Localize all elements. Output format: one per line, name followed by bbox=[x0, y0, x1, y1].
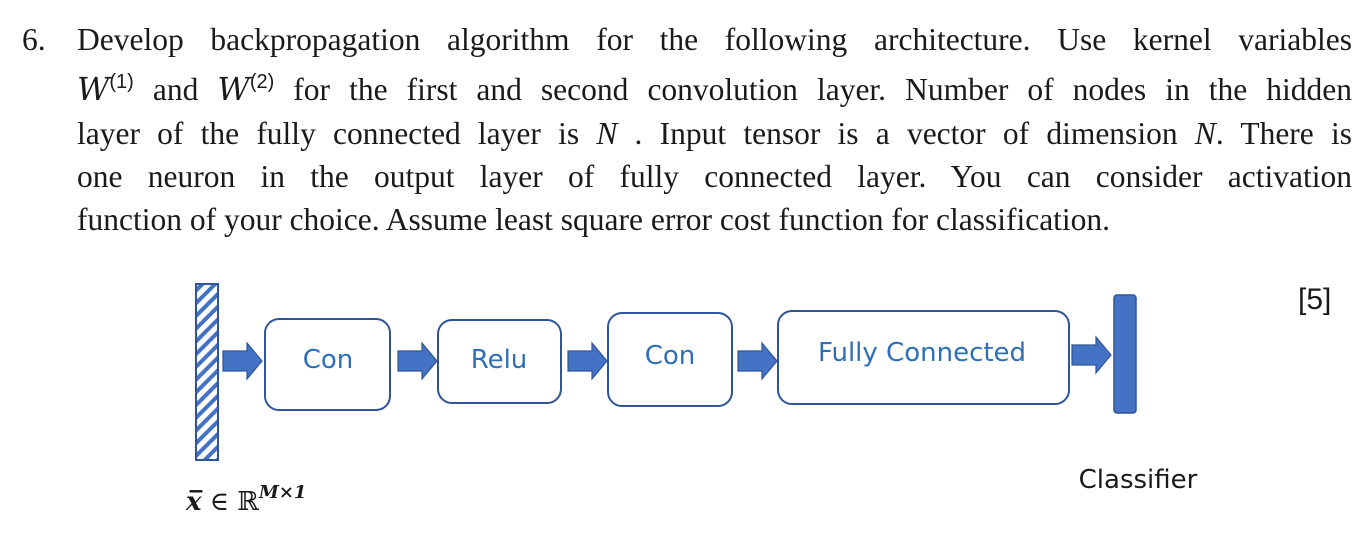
question-text: 6. Develop backpropagation algorithm for… bbox=[22, 18, 1352, 241]
layer-label-fully-connected: Fully Connected bbox=[818, 338, 1026, 368]
arrow-5 bbox=[1071, 335, 1112, 375]
question-line-2: W(1) and W(2) for the first and second c… bbox=[77, 61, 1352, 112]
kernel-w2-superscript: (2) bbox=[249, 71, 275, 93]
question-line-3-b: . Input tensor is a vector of dimension bbox=[617, 116, 1195, 151]
output-neuron bbox=[1113, 294, 1137, 414]
layer-label-con-1: Con bbox=[303, 345, 354, 375]
question-number: 6. bbox=[22, 22, 46, 57]
arrow-3 bbox=[567, 341, 608, 381]
kernel-w1: W bbox=[77, 72, 110, 108]
input-variable: x̅ bbox=[186, 487, 202, 517]
kernel-w1-superscript: (1) bbox=[109, 71, 134, 93]
input-dimension-label: x̅ ∈ ℝM×1 bbox=[186, 482, 306, 517]
question-line-5: function of your choice. Assume least sq… bbox=[77, 202, 1111, 237]
input-set: ∈ ℝ bbox=[201, 487, 259, 517]
question-line-1: Develop backpropagation algorithm for th… bbox=[77, 22, 1352, 57]
question-line-3-c: . There is bbox=[1215, 116, 1353, 151]
layer-box-fully-connected bbox=[777, 310, 1070, 405]
input-exponent: M×1 bbox=[258, 482, 307, 503]
arrow-2 bbox=[397, 341, 438, 381]
question-line-3: layer of the fully connected layer is N … bbox=[77, 112, 1352, 155]
question-line-3-a: layer of the fully connected layer is bbox=[77, 116, 597, 151]
input-vector bbox=[195, 283, 219, 461]
classifier-label: Classifier bbox=[1079, 465, 1198, 495]
arrow-4 bbox=[737, 341, 778, 381]
var-n-hidden: N bbox=[596, 116, 618, 151]
layer-box-con-1 bbox=[264, 318, 391, 411]
layer-box-relu bbox=[437, 319, 562, 404]
question-line-2-rest: for the first and second convolution lay… bbox=[274, 72, 1352, 107]
kernel-w2: W bbox=[217, 72, 250, 108]
layer-label-con-2: Con bbox=[645, 341, 696, 371]
marks-label: [5] bbox=[1298, 283, 1332, 316]
arrow-1 bbox=[222, 341, 263, 381]
layer-box-con-2 bbox=[607, 312, 733, 407]
question-line-2-mid: and bbox=[133, 72, 218, 107]
question-body: Develop backpropagation algorithm for th… bbox=[77, 18, 1352, 241]
var-n-input: N bbox=[1194, 116, 1216, 151]
question-line-4: one neuron in the output layer of fully … bbox=[77, 159, 1352, 194]
layer-label-relu: Relu bbox=[471, 345, 528, 375]
